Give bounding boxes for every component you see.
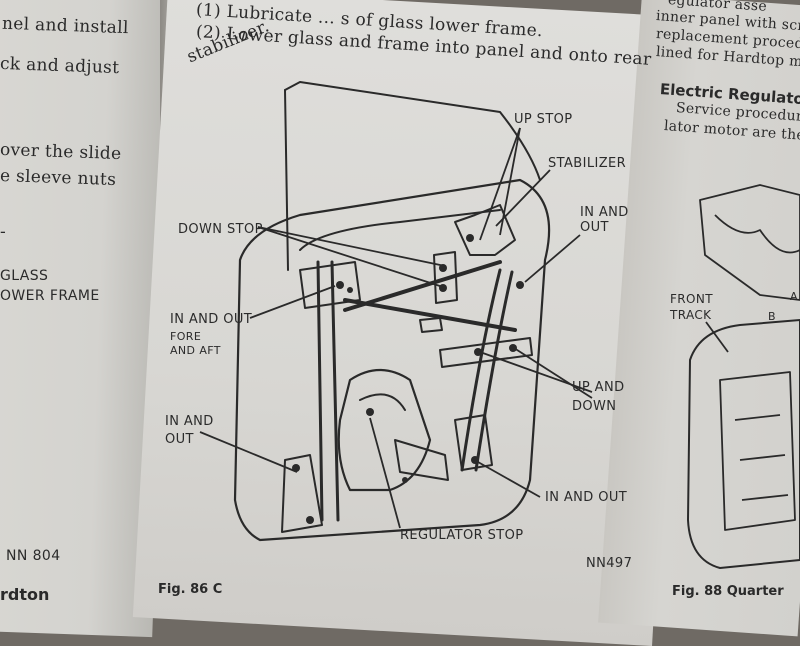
left-line-7: OWER FRAME: [0, 288, 100, 304]
label-down-stop: DOWN STOP: [178, 222, 263, 237]
label-regulator-stop: REGULATOR STOP: [400, 528, 524, 543]
left-caption: rdton: [0, 585, 50, 604]
label-down: DOWN: [572, 399, 617, 414]
right-caption: Fig. 88 Quarter: [672, 584, 784, 599]
left-fig-code: NN 804: [6, 548, 61, 564]
right-diagram: [687, 184, 800, 569]
label-in-out-fore: IN AND OUT: [170, 312, 253, 327]
left-line-5: -: [0, 222, 7, 242]
label-up-stop: UP STOP: [514, 112, 573, 127]
label-and-aft: AND AFT: [170, 344, 221, 357]
center-caption: Fig. 86 C: [158, 582, 223, 597]
label-a: A: [790, 290, 798, 303]
figure-code: NN497: [586, 556, 633, 571]
label-in-out-2a: IN AND: [165, 414, 214, 429]
label-stabilizer: STABILIZER: [548, 156, 627, 171]
left-line-6: GLASS: [0, 268, 49, 284]
door-regulator-diagram: [199, 81, 593, 542]
label-in-out-1b: OUT: [580, 220, 609, 235]
label-in-out-3: IN AND OUT: [545, 490, 628, 505]
label-front: FRONT: [670, 292, 713, 306]
label-in-out-1a: IN AND: [580, 205, 629, 220]
label-up-and: UP AND: [572, 380, 625, 395]
label-b: B: [768, 310, 776, 323]
label-in-out-2b: OUT: [165, 432, 194, 447]
label-track: TRACK: [670, 308, 712, 322]
label-fore: FORE: [170, 330, 202, 343]
